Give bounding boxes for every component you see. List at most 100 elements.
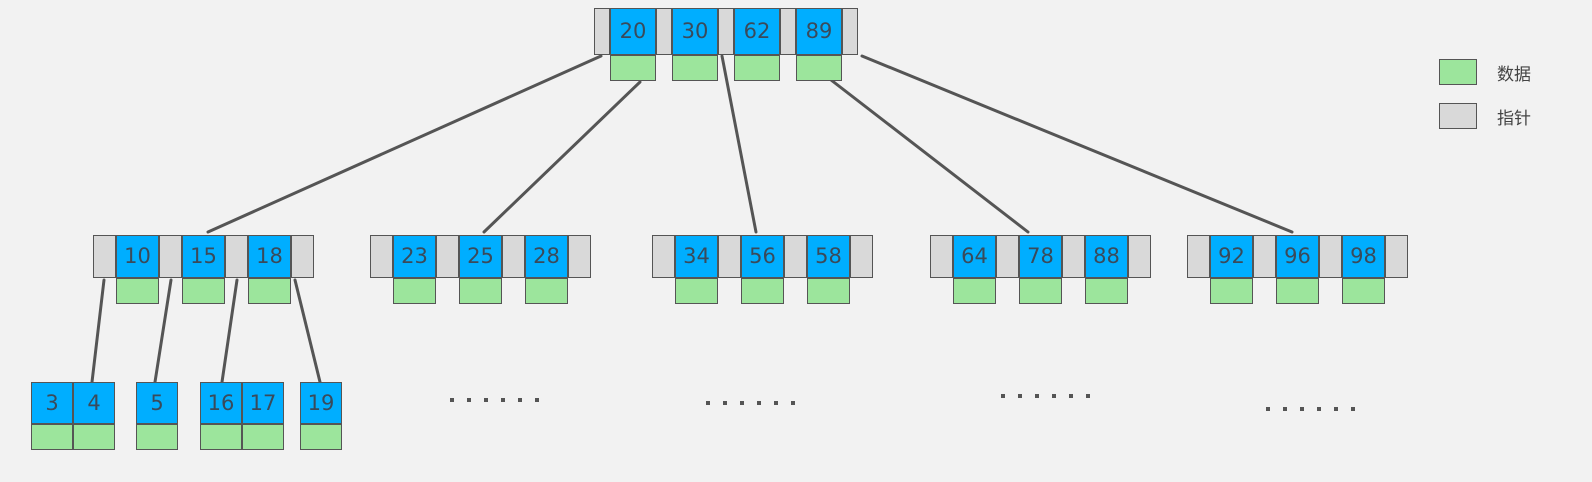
data-cell[interactable] [1085, 278, 1128, 304]
leaf-node-3[interactable]: 16 17 [200, 382, 284, 450]
root-node[interactable]: 20 30 62 89 [594, 8, 858, 81]
key-cell[interactable]: 4 [73, 382, 115, 424]
internal2-pointer-3[interactable] [568, 235, 591, 304]
internal5-entry-2[interactable]: 98 [1342, 235, 1385, 304]
root-entry-0[interactable]: 20 [610, 8, 656, 81]
leaf-node-4[interactable]: 19 [300, 382, 342, 450]
internal3-pointer-0[interactable] [652, 235, 675, 304]
internal2-entry-2[interactable]: 28 [525, 235, 568, 304]
internal5-entry-1[interactable]: 96 [1276, 235, 1319, 304]
pointer-cell[interactable] [436, 235, 459, 278]
key-cell[interactable]: 96 [1276, 235, 1319, 278]
internal3-entry-0[interactable]: 34 [675, 235, 718, 304]
internal-node-3[interactable]: 34 56 58 [652, 235, 873, 304]
root-entry-2[interactable]: 62 [734, 8, 780, 81]
data-cell[interactable] [741, 278, 784, 304]
root-pointer-4[interactable] [842, 8, 858, 81]
data-cell[interactable] [807, 278, 850, 304]
root-pointer-0[interactable] [594, 8, 610, 81]
internal5-pointer-2[interactable] [1319, 235, 1342, 304]
root-pointer-2[interactable] [718, 8, 734, 81]
pointer-cell[interactable] [718, 235, 741, 278]
pointer-cell[interactable] [1385, 235, 1408, 278]
internal2-entry-0[interactable]: 23 [393, 235, 436, 304]
data-cell[interactable] [393, 278, 436, 304]
leaf-node-1[interactable]: 3 4 [31, 382, 115, 450]
leaf-node-2[interactable]: 5 [136, 382, 178, 450]
key-cell[interactable]: 34 [675, 235, 718, 278]
key-cell[interactable]: 88 [1085, 235, 1128, 278]
data-cell[interactable] [610, 55, 656, 81]
data-cell[interactable] [300, 424, 342, 450]
internal1-pointer-0[interactable] [93, 235, 116, 304]
pointer-cell[interactable] [159, 235, 182, 278]
pointer-cell[interactable] [291, 235, 314, 278]
leaf3-entry-0[interactable]: 16 [200, 382, 242, 450]
data-cell[interactable] [1276, 278, 1319, 304]
data-cell[interactable] [1342, 278, 1385, 304]
internal4-entry-0[interactable]: 64 [953, 235, 996, 304]
data-cell[interactable] [31, 424, 73, 450]
root-pointer-3[interactable] [780, 8, 796, 81]
internal4-pointer-2[interactable] [1062, 235, 1085, 304]
pointer-cell[interactable] [225, 235, 248, 278]
data-cell[interactable] [1210, 278, 1253, 304]
key-cell[interactable]: 15 [182, 235, 225, 278]
pointer-cell[interactable] [780, 8, 796, 55]
key-cell[interactable]: 92 [1210, 235, 1253, 278]
key-cell[interactable]: 62 [734, 8, 780, 55]
internal4-pointer-3[interactable] [1128, 235, 1151, 304]
pointer-cell[interactable] [594, 8, 610, 55]
key-cell[interactable]: 98 [1342, 235, 1385, 278]
pointer-cell[interactable] [718, 8, 734, 55]
internal1-pointer-3[interactable] [291, 235, 314, 304]
root-entry-1[interactable]: 30 [672, 8, 718, 81]
key-cell[interactable]: 58 [807, 235, 850, 278]
leaf2-entry-0[interactable]: 5 [136, 382, 178, 450]
pointer-cell[interactable] [930, 235, 953, 278]
key-cell[interactable]: 56 [741, 235, 784, 278]
internal-node-4[interactable]: 64 78 88 [930, 235, 1151, 304]
internal4-pointer-1[interactable] [996, 235, 1019, 304]
data-cell[interactable] [796, 55, 842, 81]
internal1-entry-2[interactable]: 18 [248, 235, 291, 304]
key-cell[interactable]: 17 [242, 382, 284, 424]
pointer-cell[interactable] [370, 235, 393, 278]
pointer-cell[interactable] [1253, 235, 1276, 278]
data-cell[interactable] [525, 278, 568, 304]
internal3-entry-2[interactable]: 58 [807, 235, 850, 304]
root-entry-3[interactable]: 89 [796, 8, 842, 81]
key-cell[interactable]: 89 [796, 8, 842, 55]
internal-node-2[interactable]: 23 25 28 [370, 235, 591, 304]
internal1-pointer-2[interactable] [225, 235, 248, 304]
data-cell[interactable] [953, 278, 996, 304]
key-cell[interactable]: 3 [31, 382, 73, 424]
key-cell[interactable]: 64 [953, 235, 996, 278]
internal4-entry-2[interactable]: 88 [1085, 235, 1128, 304]
data-cell[interactable] [675, 278, 718, 304]
pointer-cell[interactable] [93, 235, 116, 278]
data-cell[interactable] [182, 278, 225, 304]
internal5-pointer-0[interactable] [1187, 235, 1210, 304]
internal4-pointer-0[interactable] [930, 235, 953, 304]
pointer-cell[interactable] [850, 235, 873, 278]
internal5-pointer-3[interactable] [1385, 235, 1408, 304]
data-cell[interactable] [1019, 278, 1062, 304]
data-cell[interactable] [459, 278, 502, 304]
key-cell[interactable]: 28 [525, 235, 568, 278]
internal3-pointer-2[interactable] [784, 235, 807, 304]
internal3-pointer-1[interactable] [718, 235, 741, 304]
key-cell[interactable]: 30 [672, 8, 718, 55]
internal3-entry-1[interactable]: 56 [741, 235, 784, 304]
pointer-cell[interactable] [1128, 235, 1151, 278]
internal5-entry-0[interactable]: 92 [1210, 235, 1253, 304]
internal3-pointer-3[interactable] [850, 235, 873, 304]
pointer-cell[interactable] [784, 235, 807, 278]
data-cell[interactable] [136, 424, 178, 450]
data-cell[interactable] [116, 278, 159, 304]
internal-node-5[interactable]: 92 96 98 [1187, 235, 1408, 304]
data-cell[interactable] [200, 424, 242, 450]
internal2-entry-1[interactable]: 25 [459, 235, 502, 304]
internal-node-1[interactable]: 10 15 18 [93, 235, 314, 304]
pointer-cell[interactable] [656, 8, 672, 55]
